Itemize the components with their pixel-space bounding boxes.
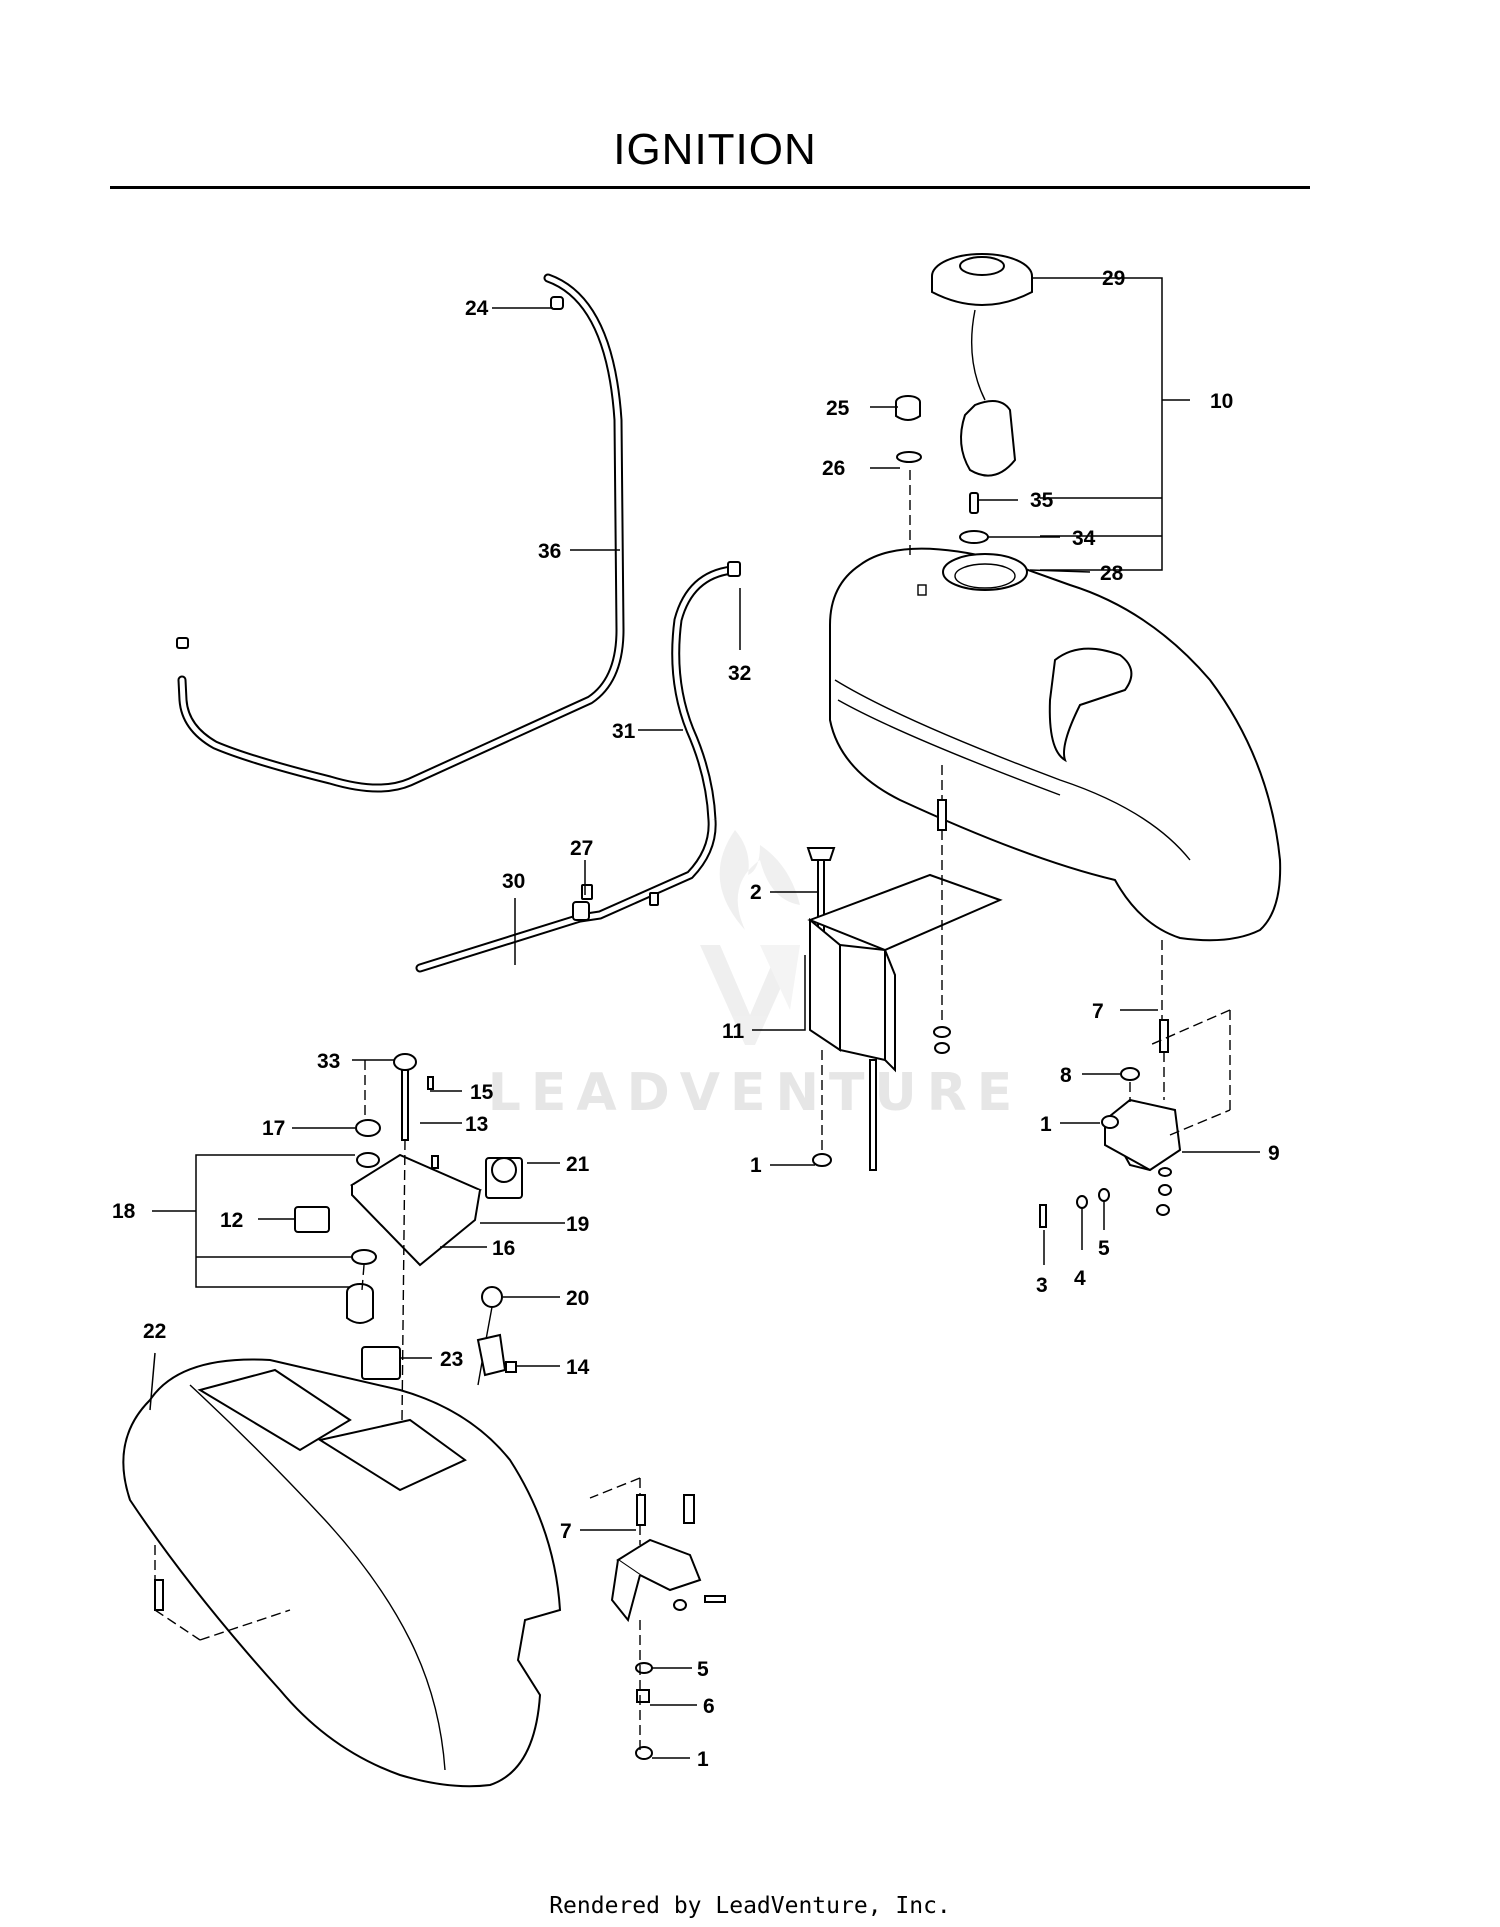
callout-20: 20 bbox=[566, 1287, 589, 1310]
callout-1-c: 1 bbox=[697, 1748, 709, 1771]
callout-21: 21 bbox=[566, 1153, 590, 1176]
callout-31: 31 bbox=[612, 720, 636, 743]
callout-7-b: 7 bbox=[560, 1520, 572, 1543]
callout-19: 19 bbox=[566, 1213, 589, 1236]
callout-32: 32 bbox=[728, 662, 751, 685]
watermark-logo bbox=[700, 830, 800, 1045]
callout-7-a: 7 bbox=[1092, 1000, 1104, 1023]
callout-9: 9 bbox=[1268, 1142, 1280, 1165]
callout-23: 23 bbox=[440, 1348, 463, 1371]
callout-15: 15 bbox=[470, 1081, 494, 1104]
callout-1-b: 1 bbox=[1040, 1113, 1052, 1136]
leader-lines bbox=[149, 277, 1260, 1759]
callout-28: 28 bbox=[1100, 562, 1124, 585]
callout-30: 30 bbox=[502, 870, 525, 893]
fuel-hose-36 bbox=[176, 273, 625, 793]
render-credit: Rendered by LeadVenture, Inc. bbox=[549, 1893, 951, 1919]
callout-25: 25 bbox=[826, 397, 850, 420]
console-cover-22 bbox=[122, 1358, 562, 1788]
assembly-lines bbox=[154, 470, 1231, 1750]
callout-14: 14 bbox=[566, 1356, 590, 1379]
callout-17: 17 bbox=[262, 1117, 285, 1140]
callout-12: 12 bbox=[220, 1209, 243, 1232]
callout-11: 11 bbox=[722, 1020, 745, 1043]
callout-33: 33 bbox=[317, 1050, 340, 1073]
title-rule bbox=[110, 186, 1310, 189]
callout-26: 26 bbox=[822, 457, 845, 480]
callout-8: 8 bbox=[1060, 1064, 1072, 1087]
callout-36: 36 bbox=[538, 540, 561, 563]
callout-5-b: 5 bbox=[697, 1658, 709, 1681]
callout-35: 35 bbox=[1030, 489, 1054, 512]
watermark-text: LEADVENTURE bbox=[488, 1063, 1023, 1123]
tank-bracket-11 bbox=[806, 799, 1003, 1171]
console-bracket bbox=[610, 1494, 726, 1760]
callout-16: 16 bbox=[492, 1237, 515, 1260]
callout-1-a: 1 bbox=[750, 1154, 762, 1177]
fuel-hose-31-30 bbox=[415, 561, 741, 973]
fuel-tank bbox=[829, 547, 1282, 942]
callout-10: 10 bbox=[1210, 390, 1233, 413]
callout-3: 3 bbox=[1036, 1274, 1048, 1297]
callout-13: 13 bbox=[465, 1113, 488, 1136]
callout-6: 6 bbox=[703, 1695, 715, 1718]
callout-24: 24 bbox=[465, 297, 489, 320]
fuel-filter-27 bbox=[572, 901, 590, 921]
callout-34: 34 bbox=[1072, 527, 1096, 550]
fuel-cap-assembly bbox=[895, 253, 1033, 544]
callout-27: 27 bbox=[570, 837, 593, 860]
callout-4: 4 bbox=[1074, 1267, 1086, 1290]
callout-labels: 24 29 10 25 26 35 34 28 36 32 31 27 30 2… bbox=[112, 267, 1280, 1771]
callout-18: 18 bbox=[112, 1200, 136, 1223]
callout-2: 2 bbox=[750, 881, 762, 904]
callout-5-a: 5 bbox=[1098, 1237, 1110, 1260]
diagram-title: IGNITION bbox=[613, 125, 817, 174]
callout-29: 29 bbox=[1102, 267, 1125, 290]
callout-22: 22 bbox=[143, 1320, 166, 1343]
mount-bracket-9 bbox=[1039, 1019, 1182, 1228]
ignition-controls bbox=[294, 1053, 523, 1386]
